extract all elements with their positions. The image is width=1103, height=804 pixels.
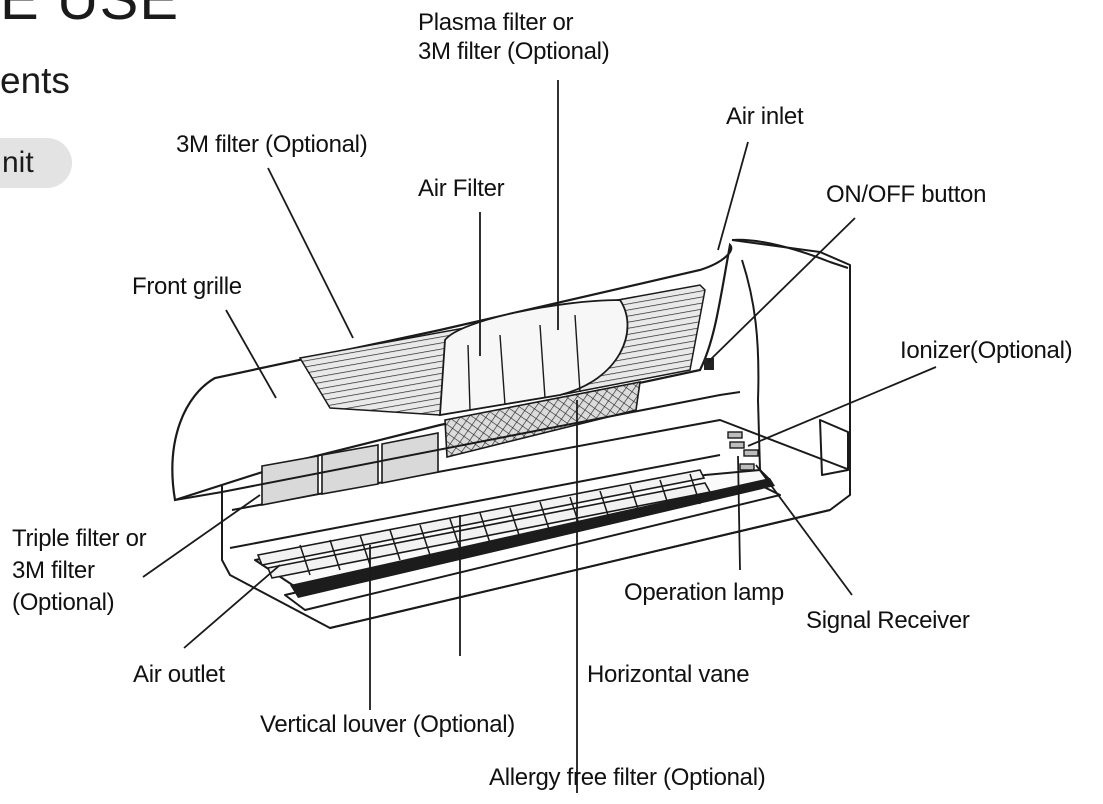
triple-filter-label-line2: 3M filter	[12, 557, 95, 584]
indicator-panel	[727, 431, 759, 471]
triple-filter-label-line1: Triple filter or	[12, 525, 147, 552]
horizontal-vane-label: Horizontal vane	[587, 661, 750, 688]
page-title-fragment: E USE	[0, 0, 179, 33]
triple-filter-label: Triple filter or 3M filter (Optional)	[12, 523, 147, 619]
section-tab-fragment: nit	[0, 138, 72, 188]
plasma-filter-label-line1: Plasma filter or	[418, 9, 574, 36]
leader-lines	[142, 80, 937, 793]
allergy-free-filter-label: Allergy free filter (Optional)	[489, 764, 766, 791]
plasma-filter-label: Plasma filter or 3M filter (Optional)	[418, 8, 610, 66]
vertical-louver-blades	[299, 473, 701, 576]
operation-lamp-label: Operation lamp	[624, 579, 784, 606]
air-outlet-label: Air outlet	[133, 661, 225, 688]
air-filter-ribs	[467, 314, 581, 411]
outlet-slot	[290, 478, 775, 598]
air-filter-label: Air Filter	[418, 175, 505, 202]
plasma-filter-label-line2: 3M filter (Optional)	[418, 38, 610, 65]
air-filter-frame	[439, 299, 629, 417]
ionizer-label: Ionizer(Optional)	[900, 337, 1073, 364]
section-subtitle-fragment: ents	[0, 60, 70, 101]
front-grille-label: Front grille	[132, 273, 242, 300]
air-inlet-label: Air inlet	[726, 103, 804, 130]
triple-filter-label-line3: (Optional)	[12, 589, 115, 616]
on-off-button-shape	[704, 358, 714, 370]
signal-receiver-label: Signal Receiver	[806, 607, 970, 634]
triple-filter-panels	[261, 432, 439, 506]
front-panel-edge	[174, 391, 741, 501]
section-tab-label: nit	[2, 146, 34, 179]
on-off-button-label: ON/OFF button	[826, 181, 987, 208]
vertical-louver-label: Vertical louver (Optional)	[260, 711, 515, 738]
top-3m-filter-label: 3M filter (Optional)	[176, 131, 368, 158]
